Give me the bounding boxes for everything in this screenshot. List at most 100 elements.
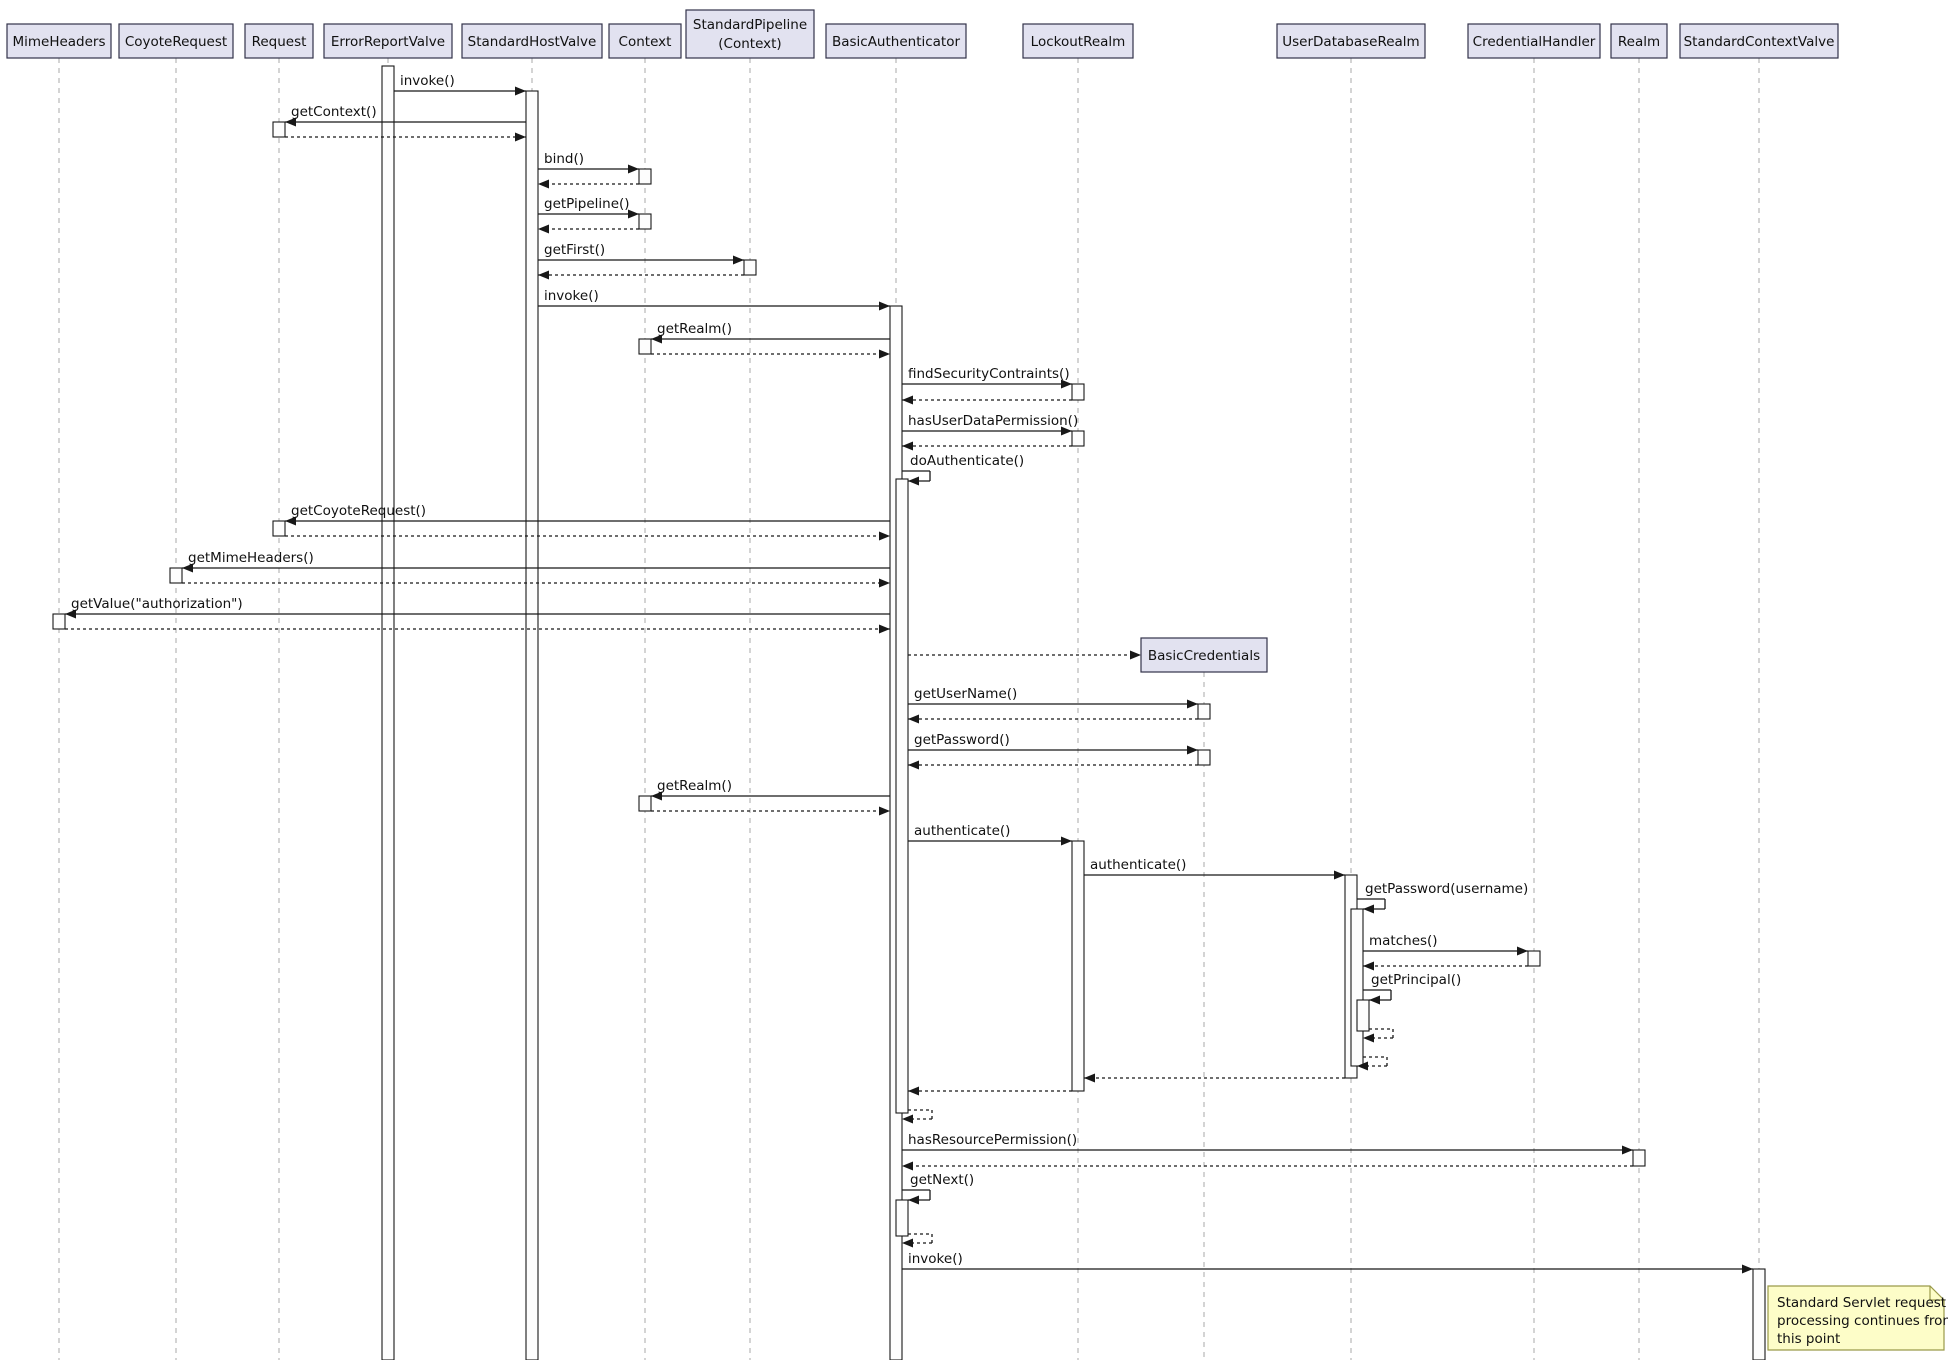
participant-label: BasicAuthenticator bbox=[832, 34, 961, 50]
note bbox=[1767, 1285, 1945, 1351]
activation-UserDatabaseRealm bbox=[1350, 908, 1364, 1067]
message-label: bind() bbox=[544, 151, 584, 167]
arrowhead-icon bbox=[1061, 426, 1072, 436]
message-label: getPassword(username) bbox=[1365, 881, 1528, 897]
participant-ErrorReportValve bbox=[323, 23, 453, 59]
activation-UserDatabaseRealm bbox=[1356, 999, 1370, 1032]
activation-CoyoteRequest bbox=[169, 567, 183, 584]
activation-Context bbox=[638, 338, 652, 355]
participant-label: LockoutRealm bbox=[1031, 34, 1126, 50]
message-label: getPrincipal() bbox=[1371, 972, 1461, 988]
message-label: hasResourcePermission() bbox=[908, 1132, 1077, 1148]
arrowhead-icon bbox=[902, 441, 913, 451]
participant-label: StandardContextValve bbox=[1684, 34, 1835, 50]
arrowhead-icon bbox=[879, 531, 890, 541]
participant-LockoutRealm bbox=[1022, 23, 1134, 59]
note-text: this point bbox=[1777, 1331, 1840, 1347]
arrowhead-icon bbox=[879, 301, 890, 311]
arrowhead-icon bbox=[908, 760, 919, 770]
arrowhead-icon bbox=[1061, 379, 1072, 389]
arrowhead-icon bbox=[628, 164, 639, 174]
arrowhead-icon bbox=[908, 476, 919, 486]
arrowhead-icon bbox=[902, 1238, 913, 1248]
message-label: invoke() bbox=[544, 288, 599, 304]
participant-label: Request bbox=[252, 34, 307, 50]
arrowhead-icon bbox=[879, 349, 890, 359]
arrowhead-icon bbox=[515, 86, 526, 96]
participant-label: StandardHostValve bbox=[468, 34, 597, 50]
arrowhead-icon bbox=[902, 395, 913, 405]
participant-label: UserDatabaseRealm bbox=[1282, 34, 1419, 50]
arrowhead-icon bbox=[651, 334, 662, 344]
activation-ErrorReportValve bbox=[381, 65, 395, 1360]
arrowhead-icon bbox=[879, 806, 890, 816]
message-label: getRealm() bbox=[657, 321, 732, 337]
activation-Realm bbox=[1632, 1149, 1646, 1167]
arrowhead-icon bbox=[1363, 961, 1374, 971]
message-label: getRealm() bbox=[657, 778, 732, 794]
arrowhead-icon bbox=[538, 224, 549, 234]
message-label: getPassword() bbox=[914, 732, 1010, 748]
activation-LockoutRealm bbox=[1071, 840, 1085, 1092]
participant-StandardHostValve bbox=[461, 23, 603, 59]
message-label: findSecurityContraints() bbox=[908, 366, 1070, 382]
message-label: getFirst() bbox=[544, 242, 605, 258]
arrowhead-icon bbox=[285, 516, 296, 526]
activation-Context bbox=[638, 213, 652, 230]
arrowhead-icon bbox=[1334, 870, 1345, 880]
activation-StandardHostValve bbox=[525, 90, 539, 1360]
participant-label: StandardPipeline bbox=[693, 17, 807, 33]
participant-label: (Context) bbox=[718, 36, 781, 52]
activation-MimeHeaders bbox=[52, 613, 66, 630]
participant-label: MimeHeaders bbox=[12, 34, 105, 50]
note-text: processing continues from bbox=[1777, 1313, 1948, 1329]
arrowhead-icon bbox=[538, 270, 549, 280]
arrowhead-icon bbox=[1742, 1264, 1753, 1274]
arrowhead-icon bbox=[1187, 699, 1198, 709]
arrowhead-icon bbox=[1061, 836, 1072, 846]
arrowhead-icon bbox=[1084, 1073, 1095, 1083]
participant-Realm bbox=[1610, 23, 1668, 59]
message-label: matches() bbox=[1369, 933, 1438, 949]
participant-MimeHeaders bbox=[6, 23, 112, 59]
participant-label: Realm bbox=[1618, 34, 1660, 50]
arrowhead-icon bbox=[515, 132, 526, 142]
arrowhead-icon bbox=[902, 1114, 913, 1124]
participant-CoyoteRequest bbox=[118, 23, 234, 59]
activation-Request bbox=[272, 520, 286, 537]
arrowhead-icon bbox=[879, 578, 890, 588]
arrowhead-icon bbox=[902, 1161, 913, 1171]
activation-BasicAuthenticator bbox=[895, 1199, 909, 1237]
arrowhead-icon bbox=[908, 1086, 919, 1096]
note-text: Standard Servlet request bbox=[1777, 1295, 1946, 1311]
message-label: authenticate() bbox=[914, 823, 1010, 839]
arrowhead-icon bbox=[1517, 946, 1528, 956]
message-label: getCoyoteRequest() bbox=[291, 503, 426, 519]
participant-label: BasicCredentials bbox=[1148, 648, 1260, 664]
activation-Request bbox=[272, 121, 286, 138]
participant-label: Context bbox=[619, 34, 672, 50]
arrowhead-icon bbox=[65, 609, 76, 619]
participant-Context bbox=[608, 23, 682, 59]
arrowhead-icon bbox=[1187, 745, 1198, 755]
participant-StandardContextValve bbox=[1679, 23, 1839, 59]
participant-StandardPipeline bbox=[685, 9, 815, 59]
participant-Request bbox=[244, 23, 314, 59]
activation-CredentialHandler bbox=[1527, 950, 1541, 967]
message-label: getPipeline() bbox=[544, 196, 630, 212]
activation-Context bbox=[638, 168, 652, 185]
activation-StandardContextValve bbox=[1752, 1268, 1766, 1360]
activation-LockoutRealm bbox=[1071, 383, 1085, 401]
arrowhead-icon bbox=[651, 791, 662, 801]
arrowhead-icon bbox=[285, 117, 296, 127]
message-label: invoke() bbox=[908, 1251, 963, 1267]
message-label: hasUserDataPermission() bbox=[908, 413, 1078, 429]
activation-StandardPipeline bbox=[743, 259, 757, 276]
arrowhead-icon bbox=[1130, 650, 1141, 660]
arrowhead-icon bbox=[1363, 1033, 1374, 1043]
arrowhead-icon bbox=[908, 714, 919, 724]
participant-UserDatabaseRealm bbox=[1276, 23, 1426, 59]
participant-label: CredentialHandler bbox=[1473, 34, 1596, 50]
